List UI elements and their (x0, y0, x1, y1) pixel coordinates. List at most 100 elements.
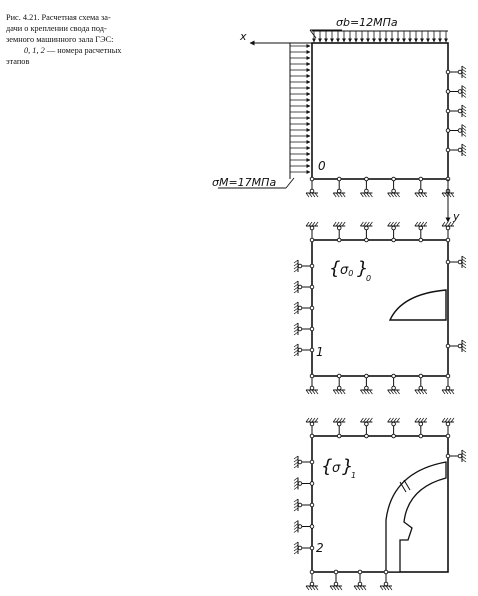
caption-line: дачи о креплении свода под- (6, 24, 107, 33)
support-hatch (311, 192, 316, 198)
support-hatch (363, 389, 367, 395)
support-hatch (461, 127, 467, 131)
support-hatch (293, 529, 299, 533)
right-supports (445, 449, 467, 463)
support-hinge (336, 237, 342, 243)
support-hatch (293, 343, 299, 348)
support-hatch (382, 585, 387, 591)
support-hinge (309, 459, 315, 465)
field-brace: } (357, 258, 368, 279)
support-hinge (336, 433, 342, 439)
support-hatch (338, 389, 343, 395)
support-hatch (420, 389, 425, 395)
support-hatch (414, 417, 419, 423)
support-hatch (363, 192, 367, 198)
support-hinge (357, 569, 363, 575)
support-hatch (293, 265, 299, 270)
support-hatch (363, 417, 367, 423)
support-hatch (341, 389, 346, 395)
support-hatch (461, 107, 467, 112)
support-hatch (393, 417, 397, 423)
support-hatch (293, 268, 299, 273)
support-hinge (309, 385, 315, 391)
support-hatch (308, 389, 313, 395)
support-hatch (423, 221, 428, 227)
support-hatch (461, 339, 467, 344)
support-hinge (418, 373, 424, 379)
support-hatch (293, 262, 299, 267)
support-hinge (391, 421, 396, 427)
field-subscript: 0 (366, 274, 371, 283)
support-hatch (387, 221, 391, 227)
support-hatch (450, 417, 455, 423)
support-hatch (441, 192, 446, 198)
support-hatch (461, 130, 467, 134)
support-hatch (341, 221, 346, 227)
support-hinge (391, 176, 396, 182)
support-hinge (364, 433, 369, 439)
support-hinge (309, 176, 315, 182)
support-hatch (308, 221, 313, 227)
support-hinge (309, 188, 315, 194)
support-hatch (461, 110, 467, 115)
x-axis-label: x (239, 30, 247, 43)
support-hatch (461, 68, 467, 73)
support-hatch (293, 304, 299, 309)
support-hatch (293, 464, 299, 469)
support-hatch (385, 585, 390, 591)
support-hatch (335, 389, 340, 395)
support-hatch (441, 221, 446, 227)
support-hatch (329, 585, 334, 591)
top-stress-leader (309, 29, 317, 39)
support-hatch (369, 389, 373, 395)
support-hatch (423, 417, 428, 423)
support-hatch (461, 71, 467, 76)
support-hinge (445, 237, 451, 243)
support-hinge (309, 373, 315, 379)
support-hatch (293, 461, 299, 466)
support-hatch (341, 192, 346, 198)
support-hatch (417, 192, 422, 198)
support-hinge (309, 326, 315, 332)
support-hatch (293, 477, 299, 481)
caption-stage-text: — номера расчетных (46, 46, 122, 55)
support-hatch (390, 221, 394, 227)
support-hinge (364, 421, 369, 427)
support-hatch (332, 192, 337, 198)
support-hinge (333, 581, 339, 587)
support-hinge (457, 343, 463, 349)
figure-caption: Рис. 4.21. Расчетная схема за- дачи о кр… (6, 12, 196, 67)
support-hatch (369, 417, 373, 423)
support-hatch (293, 520, 299, 524)
support-hinge (364, 225, 369, 231)
support-hinge (309, 433, 315, 439)
support-hinge (336, 176, 342, 182)
support-hatch (314, 389, 319, 395)
support-hatch (353, 585, 358, 591)
support-hatch (335, 417, 340, 423)
support-hatch (366, 221, 370, 227)
support-hinge (445, 453, 451, 459)
support-hatch (308, 192, 313, 198)
stage-1-scheme: { σ0 } 0 1 (293, 221, 467, 395)
field-brace: { (329, 258, 340, 279)
bottom-supports (305, 373, 455, 395)
support-hatch (387, 417, 391, 423)
support-hatch (335, 192, 340, 198)
support-hatch (369, 221, 373, 227)
support-hinge (309, 581, 315, 587)
support-hatch (447, 221, 452, 227)
support-hatch (338, 192, 343, 198)
support-hatch (396, 417, 400, 423)
support-hinge (297, 347, 303, 353)
support-hatch (461, 124, 467, 128)
support-hatch (461, 94, 467, 98)
support-hatch (293, 501, 299, 506)
support-hatch (293, 307, 299, 312)
support-hatch (461, 261, 467, 266)
horizontal-load-arrows (289, 43, 311, 179)
support-hatch (461, 455, 467, 460)
support-hatch (387, 192, 391, 198)
side-stress-leader (285, 177, 295, 189)
